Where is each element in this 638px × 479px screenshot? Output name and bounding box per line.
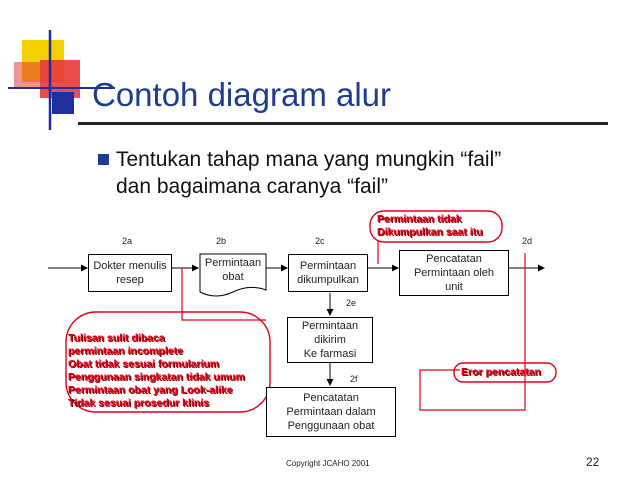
slide-title: Contoh diagram alur: [92, 76, 391, 113]
footer-copyright: Copyright JCAHO 2001: [286, 459, 370, 468]
page-number: 22: [586, 455, 600, 469]
title-rule: [78, 122, 608, 125]
failure-item: Tulisan sulit dibaca: [68, 332, 165, 344]
bullet-line-2: dan bagaimana caranya “fail”: [116, 175, 388, 198]
document-shape: [199, 253, 267, 297]
failure-item: Permintaan obat yang Look-alike: [68, 384, 233, 396]
step-label-2b: 2b: [216, 236, 227, 246]
bullet-text: Tentukan tahap mana yang mungkin “fail” …: [116, 146, 501, 200]
step-label-2c: 2c: [315, 236, 325, 246]
callout-eror-pencatatan: Eror pencatatan: [461, 366, 541, 378]
callout-eror-outline: [453, 362, 557, 383]
step-label-2d: 2d: [522, 236, 533, 246]
connector-eror: [419, 253, 526, 411]
failure-item: permintaan incomplete: [68, 345, 183, 357]
bullet-icon: [98, 154, 109, 165]
corner-decoration: [8, 30, 115, 130]
box-permintaan-obat: Permintaan obat: [204, 257, 262, 283]
step-label-2a: 2a: [122, 236, 133, 246]
callout-failures-outline: [65, 311, 271, 413]
failure-item: Penggunaan singkatan tidak umum: [68, 371, 245, 383]
bullet-line-1: Tentukan tahap mana yang mungkin “fail”: [116, 148, 502, 171]
callout-failure-list: Tulisan sulit dibaca permintaan incomple…: [68, 332, 245, 410]
step-label-2e: 2e: [346, 298, 357, 308]
failure-item: Tidak sesuai prosedur klinis: [68, 397, 210, 409]
step-label-2f: 2f: [350, 374, 358, 384]
connector-failures: [181, 268, 266, 321]
callout-tidak-dikumpulkan: Permintaan tidak Dikumpulkan saat itu: [377, 213, 483, 238]
failure-item: Obat tidak sesuai formularium: [68, 358, 220, 370]
callout-tidak-dikumpulkan-outline: [369, 210, 503, 243]
